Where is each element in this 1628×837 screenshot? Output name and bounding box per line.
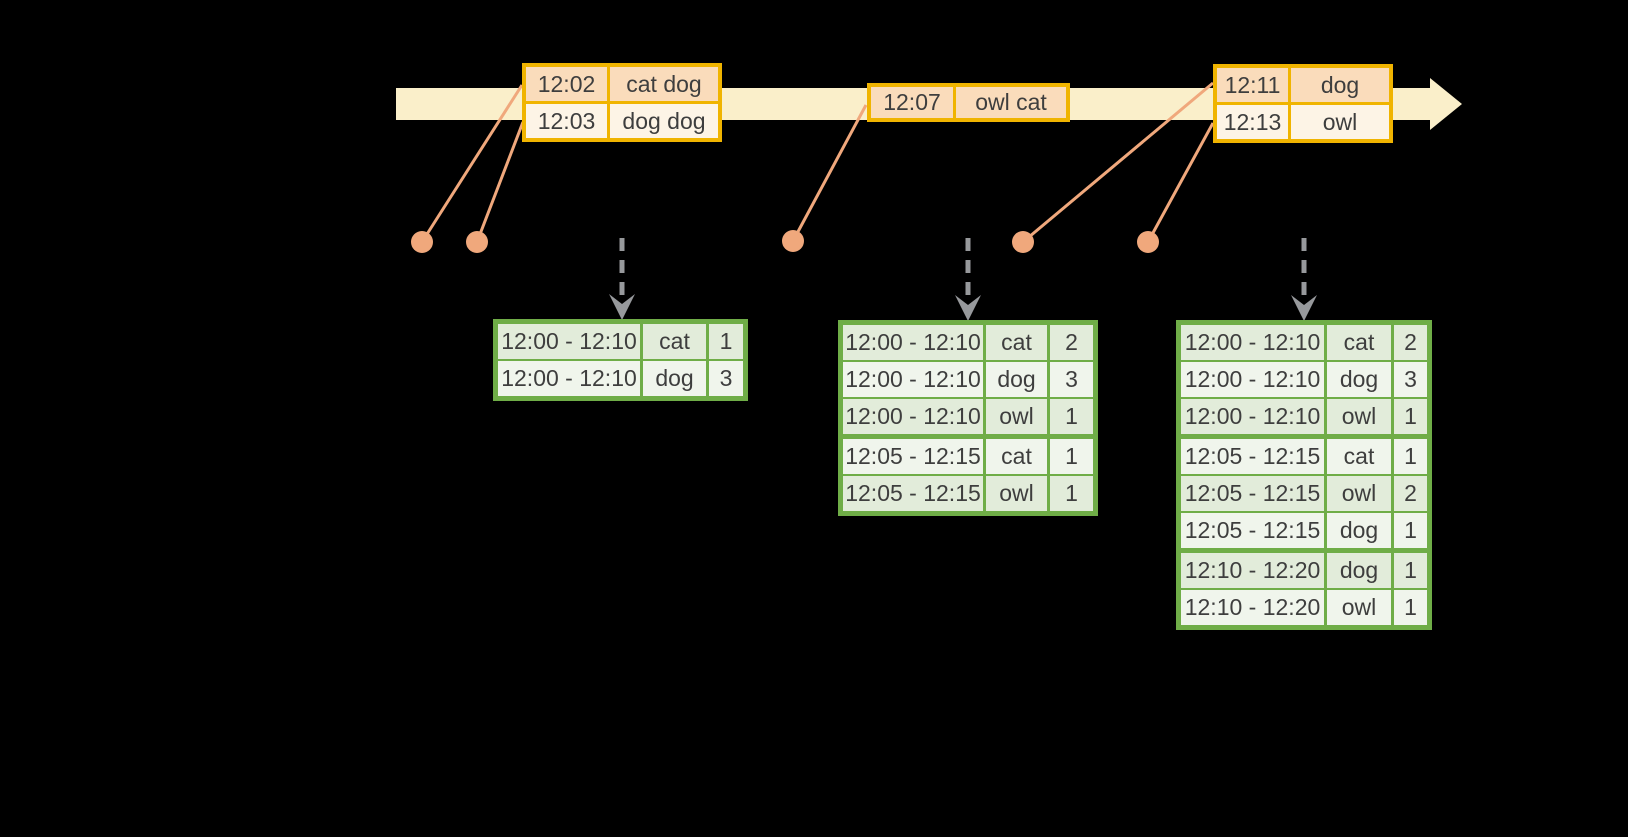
event-time-dot	[1137, 231, 1159, 253]
count-cell: 1	[709, 324, 743, 359]
word-cell: owl	[986, 476, 1047, 511]
window-cell: 12:05 - 12:15	[843, 439, 983, 474]
word-cell: owl	[986, 399, 1047, 434]
window-cell: 12:00 - 12:10	[498, 324, 640, 359]
window-cell: 12:05 - 12:15	[1181, 513, 1324, 548]
word-cell: owl	[1327, 590, 1391, 625]
event-time-dot	[466, 231, 488, 253]
event-time-cell: 12:03	[526, 104, 607, 138]
window-cell: 12:10 - 12:20	[1181, 553, 1324, 588]
timeline-arrowhead-icon	[1430, 78, 1462, 130]
event-time-cell: 12:07	[871, 87, 953, 118]
word-cell: owl	[1327, 399, 1391, 434]
count-cell: 1	[1394, 399, 1427, 434]
word-cell: dog	[1327, 553, 1391, 588]
count-cell: 1	[1050, 439, 1093, 474]
event-time-cell: 12:11	[1217, 68, 1288, 102]
count-cell: 3	[1394, 362, 1427, 397]
count-cell: 3	[1050, 362, 1093, 397]
event-connector-line	[1146, 122, 1215, 243]
window-cell: 12:05 - 12:15	[1181, 476, 1324, 511]
event-time-dot	[411, 231, 433, 253]
word-cell: cat	[1327, 325, 1391, 360]
window-cell: 12:00 - 12:10	[498, 361, 640, 396]
count-cell: 2	[1394, 325, 1427, 360]
trigger-arrow-icon	[609, 238, 635, 320]
window-cell: 12:00 - 12:10	[1181, 325, 1324, 360]
event-time-cell: 12:13	[1217, 105, 1288, 139]
event-words-cell: dog dog	[610, 104, 718, 138]
window-cell: 12:00 - 12:10	[843, 325, 983, 360]
count-cell: 1	[1394, 513, 1427, 548]
event-time-dot	[782, 230, 804, 252]
window-cell: 12:00 - 12:10	[843, 362, 983, 397]
event-words-cell: owl cat	[956, 87, 1066, 118]
event-words-cell: dog	[1291, 68, 1389, 102]
word-cell: dog	[1327, 362, 1391, 397]
count-cell: 1	[1394, 553, 1427, 588]
word-cell: cat	[986, 325, 1047, 360]
event-connector-line	[475, 121, 525, 243]
word-cell: owl	[1327, 476, 1391, 511]
trigger-arrow-icon	[1291, 238, 1317, 321]
word-cell: dog	[986, 362, 1047, 397]
word-cell: cat	[986, 439, 1047, 474]
event-connector-line	[791, 104, 868, 242]
count-cell: 2	[1050, 325, 1093, 360]
count-cell: 1	[1394, 590, 1427, 625]
count-cell: 2	[1394, 476, 1427, 511]
event-words-cell: cat dog	[610, 67, 718, 101]
window-cell: 12:05 - 12:15	[1181, 439, 1324, 474]
event-words-cell: owl	[1291, 105, 1389, 139]
trigger-arrow-icon	[955, 238, 981, 321]
count-cell: 3	[709, 361, 743, 396]
word-cell: cat	[643, 324, 706, 359]
word-cell: cat	[1327, 439, 1391, 474]
window-cell: 12:10 - 12:20	[1181, 590, 1324, 625]
event-time-dot	[1012, 231, 1034, 253]
window-cell: 12:00 - 12:10	[843, 399, 983, 434]
word-cell: dog	[1327, 513, 1391, 548]
window-cell: 12:00 - 12:10	[1181, 362, 1324, 397]
window-cell: 12:05 - 12:15	[843, 476, 983, 511]
count-cell: 1	[1050, 399, 1093, 434]
count-cell: 1	[1050, 476, 1093, 511]
window-cell: 12:00 - 12:10	[1181, 399, 1324, 434]
word-cell: dog	[643, 361, 706, 396]
event-time-cell: 12:02	[526, 67, 607, 101]
count-cell: 1	[1394, 439, 1427, 474]
